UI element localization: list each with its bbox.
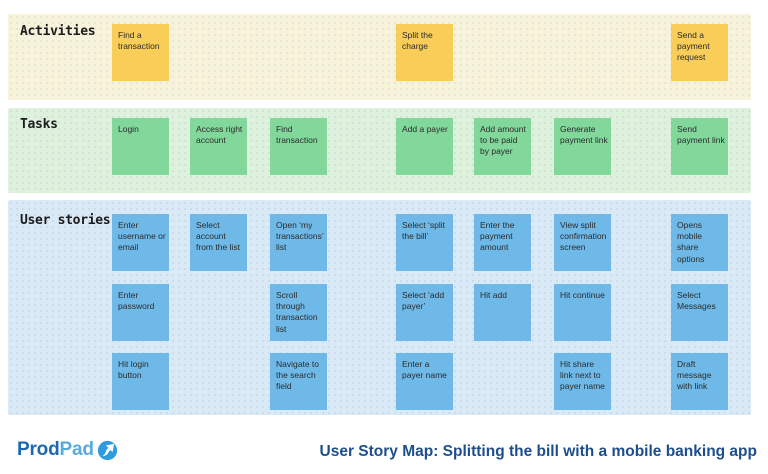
story-note: Enter password bbox=[112, 284, 169, 341]
activity-note: Send a payment request bbox=[671, 24, 728, 81]
story-note: Hit continue bbox=[554, 284, 611, 341]
story-note: Select ‘add payer’ bbox=[396, 284, 453, 341]
story-note: Enter a payer name bbox=[396, 353, 453, 410]
task-note: Access right account bbox=[190, 118, 247, 175]
task-note: Send payment link bbox=[671, 118, 728, 175]
story-note: Hit add bbox=[474, 284, 531, 341]
task-note: Add amount to be paid by payer bbox=[474, 118, 531, 175]
story-note: Select Messages bbox=[671, 284, 728, 341]
story-note: Opens mobile share options bbox=[671, 214, 728, 271]
story-note: Hit share link next to payer name bbox=[554, 353, 611, 410]
story-note: Navigate to the search field bbox=[270, 353, 327, 410]
activity-note: Find a transaction bbox=[112, 24, 169, 81]
user-stories-row-label: User stories bbox=[20, 213, 111, 228]
task-note: Add a payer bbox=[396, 118, 453, 175]
story-note: Select ‘split the bill’ bbox=[396, 214, 453, 271]
prodpad-logo-text-pad: Pad bbox=[59, 439, 94, 460]
task-note: Login bbox=[112, 118, 169, 175]
story-note: Enter the payment amount bbox=[474, 214, 531, 271]
story-note: Open ‘my transactions’ list bbox=[270, 214, 327, 271]
story-note: Enter username or email bbox=[112, 214, 169, 271]
activity-note: Split the charge bbox=[396, 24, 453, 81]
prodpad-logo-text-prod: Prod bbox=[17, 439, 60, 460]
task-note: Find transaction bbox=[270, 118, 327, 175]
story-note: Draft message with link bbox=[671, 353, 728, 410]
activities-row-label: Activities bbox=[20, 24, 96, 39]
prodpad-arrow-icon bbox=[97, 440, 118, 461]
task-note: Generate payment link bbox=[554, 118, 611, 175]
story-note: View split confirmation screen bbox=[554, 214, 611, 271]
map-title: User Story Map: Splitting the bill with … bbox=[319, 443, 757, 460]
story-note: Scroll through transaction list bbox=[270, 284, 327, 341]
story-note: Hit login button bbox=[112, 353, 169, 410]
tasks-row-label: Tasks bbox=[20, 117, 58, 132]
story-note: Select account from the list bbox=[190, 214, 247, 271]
